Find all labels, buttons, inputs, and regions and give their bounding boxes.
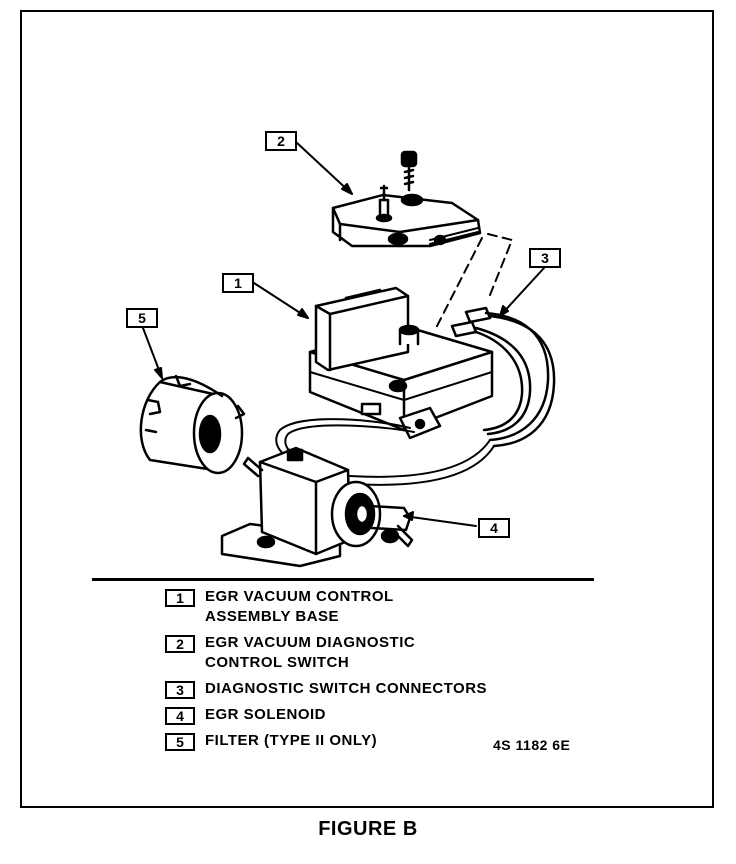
legend-item: 5 FILTER (TYPE II ONLY) <box>165 731 585 751</box>
figure-frame <box>20 10 714 808</box>
legend-number: 4 <box>165 707 195 725</box>
legend-label: EGR VACUUM CONTROL ASSEMBLY BASE <box>205 588 394 625</box>
legend-item: 1 EGR VACUUM CONTROL ASSEMBLY BASE <box>165 587 585 627</box>
legend-label: DIAGNOSTIC SWITCH CONNECTORS <box>205 680 488 697</box>
legend-item: 4 EGR SOLENOID <box>165 705 585 725</box>
egr-solenoid <box>220 446 414 568</box>
legend-item: 2 EGR VACUUM DIAGNOSTIC CONTROL SWITCH <box>165 633 585 673</box>
legend-number: 1 <box>165 589 195 607</box>
legend-label: EGR SOLENOID <box>205 706 327 723</box>
diagnostic-switch-connectors <box>450 306 556 448</box>
legend-divider <box>92 578 594 581</box>
legend: 1 EGR VACUUM CONTROL ASSEMBLY BASE 2 EGR… <box>165 587 585 757</box>
legend-item: 3 DIAGNOSTIC SWITCH CONNECTORS <box>165 679 585 699</box>
callout-4: 4 <box>478 518 510 538</box>
screw <box>400 150 418 192</box>
legend-number: 2 <box>165 635 195 653</box>
filter <box>139 374 246 475</box>
callout-3: 3 <box>529 248 561 268</box>
legend-label: EGR VACUUM DIAGNOSTIC CONTROL SWITCH <box>205 634 416 671</box>
legend-number: 5 <box>165 733 195 751</box>
part-code: 4S 1182 6E <box>493 737 571 753</box>
figure-caption: FIGURE B <box>318 818 418 840</box>
vacuum-control-assembly-base <box>308 286 494 440</box>
callout-1: 1 <box>222 273 254 293</box>
callout-2: 2 <box>265 131 297 151</box>
diagnostic-control-switch <box>331 184 482 248</box>
alignment-lines <box>435 233 513 329</box>
callout-5: 5 <box>126 308 158 328</box>
legend-number: 3 <box>165 681 195 699</box>
leader-lines <box>142 141 545 527</box>
legend-label: FILTER (TYPE II ONLY) <box>205 732 378 749</box>
